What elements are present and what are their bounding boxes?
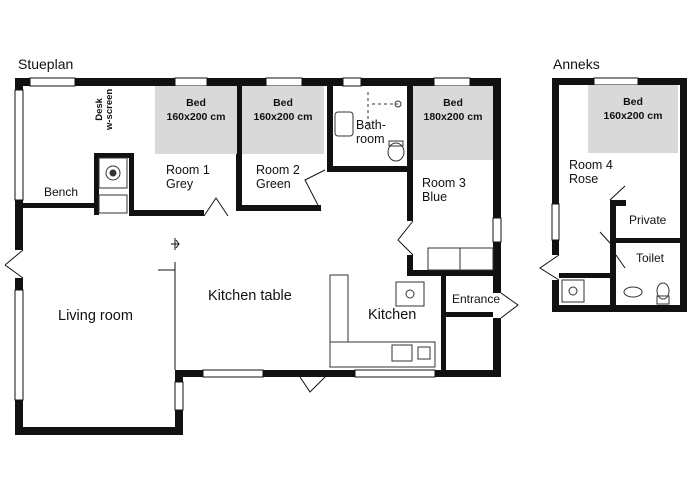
room-4-color: Rose: [569, 172, 599, 187]
bed-room-3: Bed 180x200 cm: [413, 86, 493, 160]
kitchen-label: Kitchen: [368, 307, 417, 323]
desk-label: Desk w-screen: [94, 88, 116, 130]
bed-size: 160x200 cm: [253, 111, 313, 124]
annex-title: Anneks: [553, 56, 600, 72]
bed-room-2: Bed 160x200 cm: [242, 86, 324, 154]
annex-fixtures: [561, 279, 670, 305]
fixtures: [98, 92, 494, 368]
bed-size: 180x200 cm: [423, 111, 483, 124]
entrance-label: Entrance: [452, 292, 501, 306]
bed-label: Bed: [443, 97, 463, 109]
bathroom-line2: room: [356, 132, 385, 147]
room-1-color: Grey: [166, 177, 194, 192]
kitchen-table-label: Kitchen table: [208, 288, 292, 304]
room-2-name: Room 2: [256, 163, 300, 177]
bed-label: Bed: [186, 97, 206, 109]
bed-room-1: Bed 160x200 cm: [155, 86, 237, 154]
room-1-name: Room 1: [166, 163, 210, 177]
bed-size: 160x200 cm: [603, 110, 663, 123]
desk-line2: w-screen: [104, 88, 116, 130]
room-4-label: Room 4 Rose: [569, 158, 613, 187]
bathroom-line1: Bath-: [356, 118, 386, 132]
room-3-name: Room 3: [422, 176, 466, 190]
bed-room-4: Bed 160x200 cm: [588, 85, 678, 153]
doors-main: [4, 169, 519, 393]
bed-size: 160x200 cm: [166, 111, 226, 124]
bed-label: Bed: [273, 97, 293, 109]
main-floor-title: Stueplan: [18, 56, 74, 72]
room-2-color: Green: [256, 177, 291, 192]
private-label: Private: [629, 213, 667, 227]
room-3-label: Room 3 Blue: [422, 176, 466, 205]
bench-label: Bench: [44, 185, 79, 199]
toilet-label: Toilet: [636, 251, 665, 265]
living-room-label: Living room: [58, 308, 133, 324]
room-1-label: Room 1 Grey: [166, 163, 210, 192]
room-3-color: Blue: [422, 190, 448, 205]
room-2-label: Room 2 Green: [256, 163, 300, 192]
bathroom-label: Bath- room: [356, 118, 386, 147]
bed-label: Bed: [623, 96, 643, 108]
room-4-name: Room 4: [569, 158, 613, 172]
doors-annex: [539, 185, 626, 281]
